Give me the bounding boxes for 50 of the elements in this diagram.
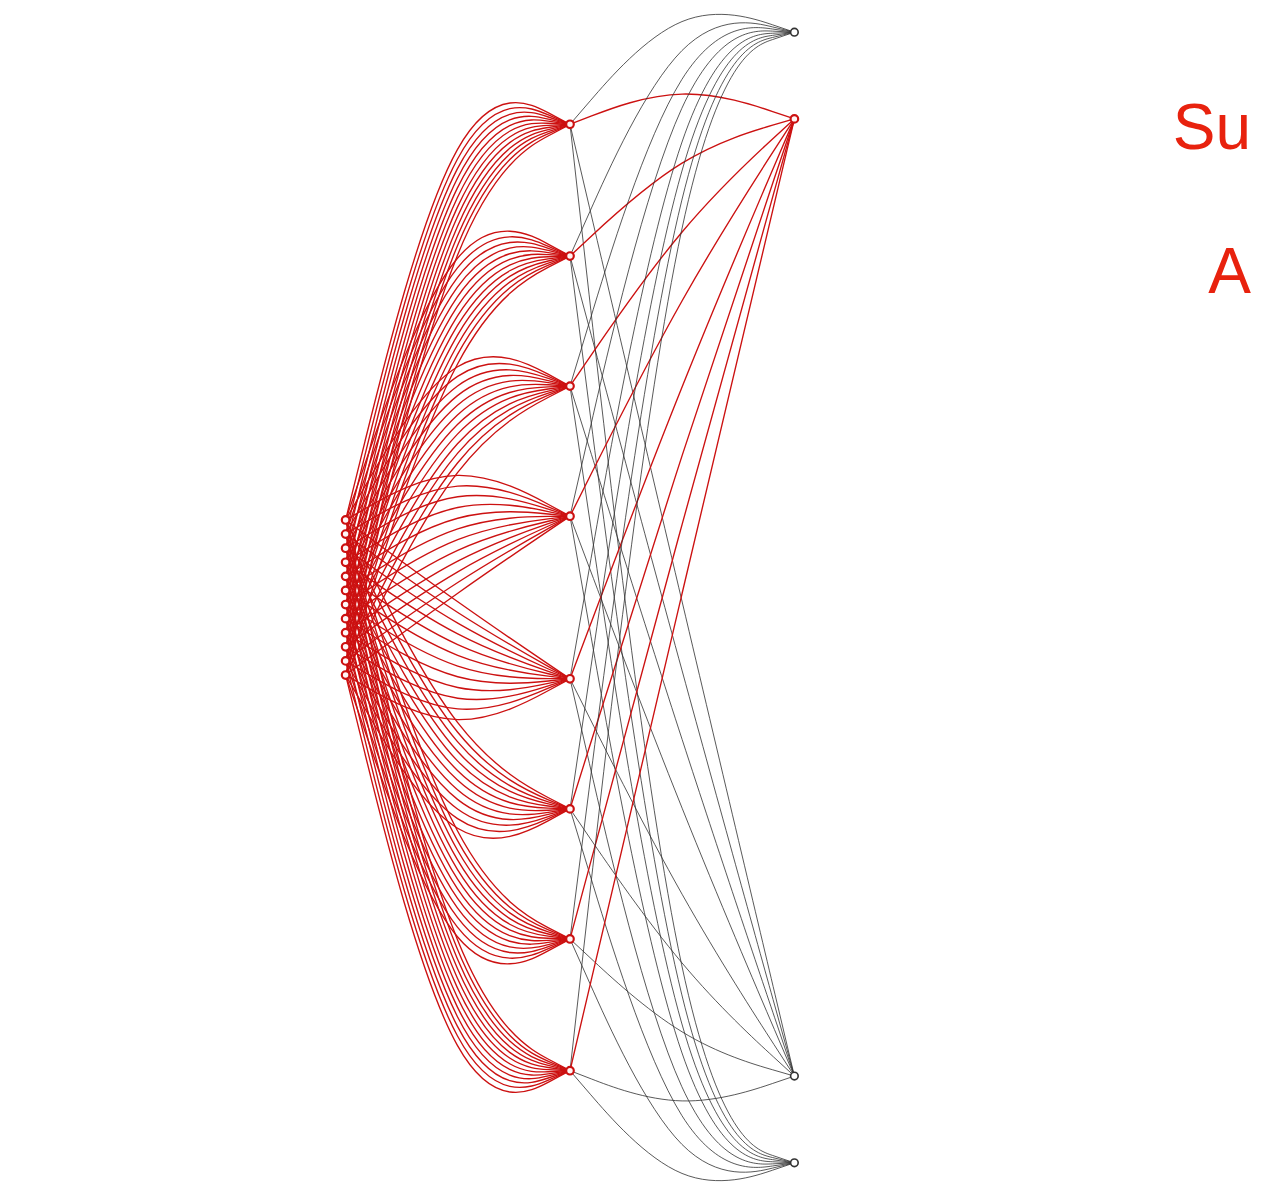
connector xyxy=(348,676,568,721)
node-circle xyxy=(565,673,575,684)
connector xyxy=(572,1073,792,1182)
connector xyxy=(571,22,792,253)
node-circle xyxy=(565,511,575,522)
node-circle xyxy=(340,571,351,582)
node-circle xyxy=(565,934,575,944)
node-circle xyxy=(565,1065,575,1076)
connector xyxy=(570,519,794,1073)
node-circle xyxy=(340,599,351,610)
node-circle xyxy=(340,557,351,568)
connector xyxy=(571,681,793,1074)
connector xyxy=(570,812,792,1168)
node-circle xyxy=(565,804,575,814)
connector xyxy=(573,1071,792,1102)
node-circle xyxy=(340,543,351,554)
node-circle xyxy=(789,1158,799,1168)
text-fragment: Su xyxy=(1171,90,1251,164)
connector xyxy=(572,93,792,124)
connector xyxy=(572,13,792,122)
node-circle xyxy=(789,1071,799,1081)
node-circle xyxy=(340,529,351,539)
node-circle xyxy=(340,585,351,596)
connector xyxy=(571,942,792,1173)
node-circle xyxy=(789,27,799,37)
node-circle xyxy=(789,114,800,124)
node-circle xyxy=(340,641,351,652)
connector xyxy=(571,811,792,1074)
text-fragment: A xyxy=(1207,234,1251,308)
connector xyxy=(571,121,793,514)
connector xyxy=(570,30,791,513)
connector xyxy=(572,941,792,1076)
connector xyxy=(348,485,568,533)
connector xyxy=(348,634,567,692)
connector xyxy=(570,519,791,1164)
node-circle xyxy=(565,119,575,130)
connector xyxy=(571,120,793,384)
node-circle xyxy=(340,656,351,666)
node-circle xyxy=(565,381,575,391)
node-circle xyxy=(340,670,351,680)
connector xyxy=(348,662,568,710)
node-circle xyxy=(340,613,351,624)
node-circle xyxy=(340,627,351,638)
node-circle xyxy=(340,515,351,525)
connector xyxy=(348,474,568,519)
connector xyxy=(570,682,791,1165)
node-circle xyxy=(565,251,575,261)
connector xyxy=(572,119,792,255)
connector xyxy=(570,27,792,383)
connector xyxy=(348,605,567,680)
